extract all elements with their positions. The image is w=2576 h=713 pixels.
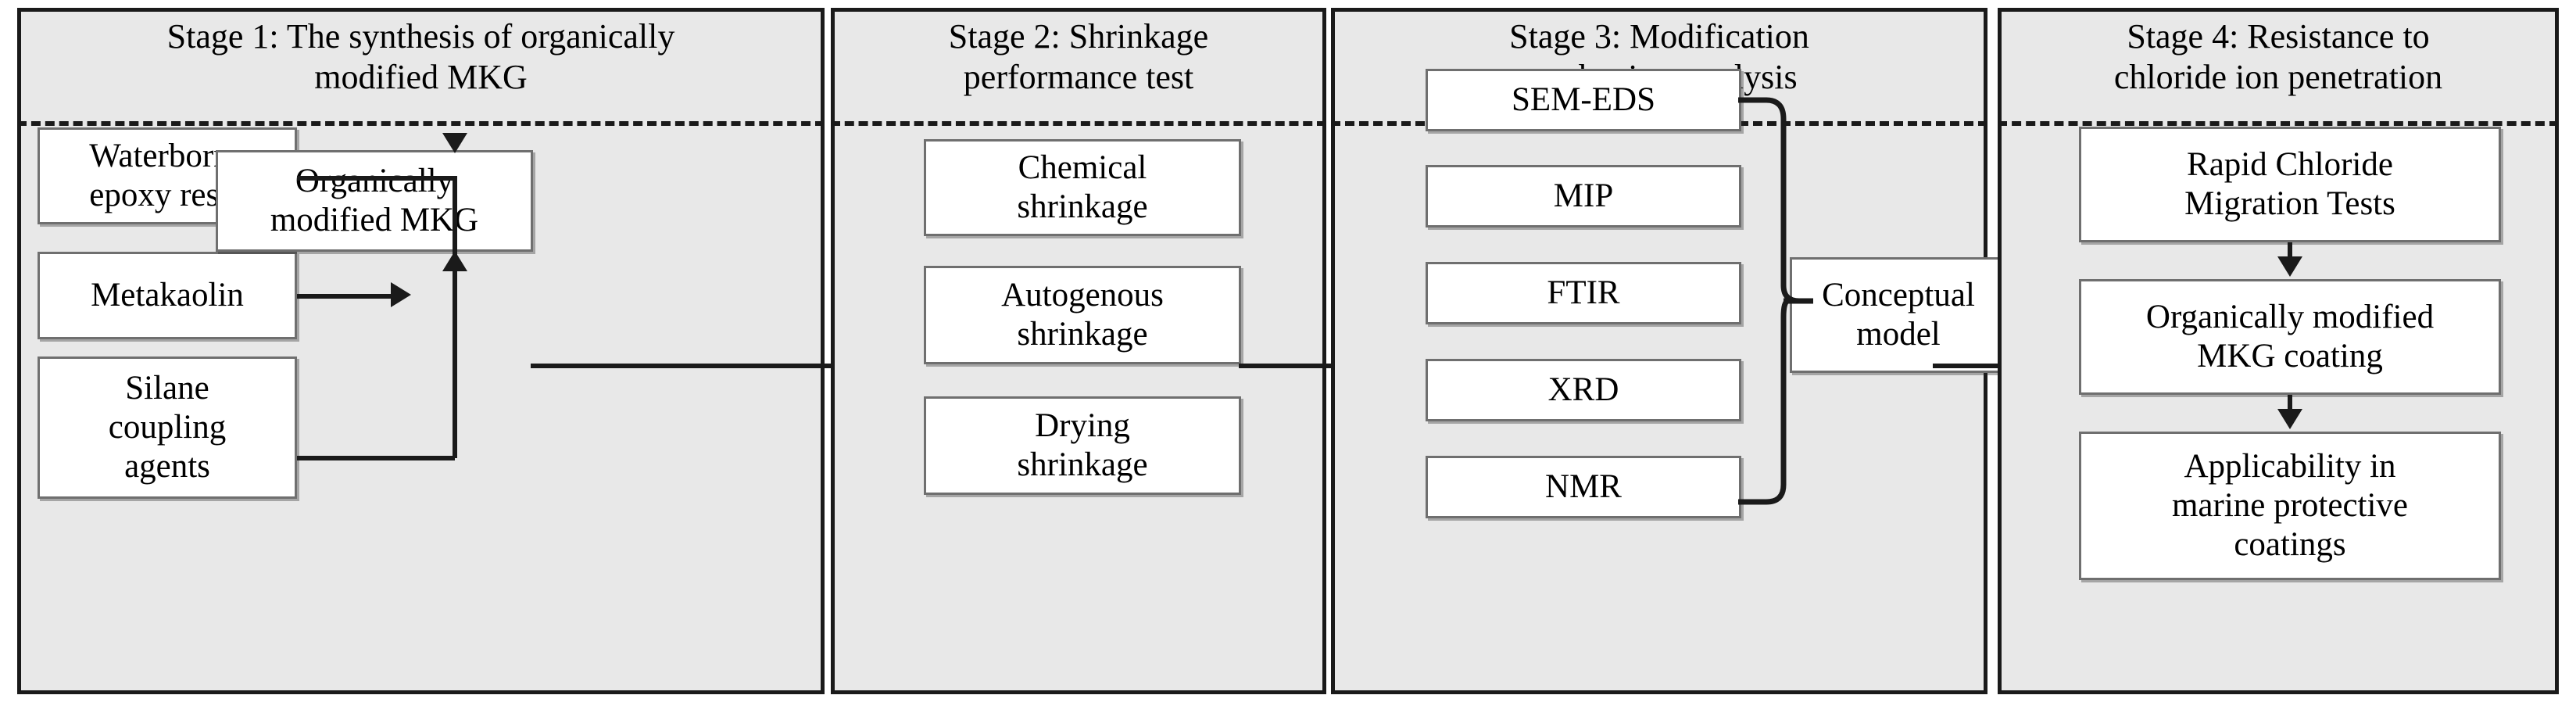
- connector-metakaolin-to-mkg: [297, 294, 394, 299]
- node-mip[interactable]: MIP: [1426, 165, 1741, 228]
- connector-stage2-to-stage3: [1239, 364, 1415, 368]
- node-organically-modified-mkg-coating[interactable]: Organically modified MKG coating: [2079, 279, 2501, 395]
- node-chemical-shrinkage[interactable]: Chemical shrinkage: [924, 139, 1241, 236]
- stage-1-divider: [17, 121, 825, 126]
- arrow-metakaolin-to-mkg: [391, 282, 411, 307]
- node-autogenous-shrinkage[interactable]: Autogenous shrinkage: [924, 266, 1241, 364]
- stage-2-divider: [831, 121, 1326, 126]
- node-silane-coupling-agents[interactable]: Silane coupling agents: [38, 356, 297, 499]
- connector-silane-to-mkg-vertical: [453, 271, 457, 458]
- arrow-rcmt-to-coating: [2277, 256, 2302, 277]
- node-applicability-marine-protective-coatings[interactable]: Applicability in marine protective coati…: [2079, 432, 2501, 580]
- node-metakaolin[interactable]: Metakaolin: [38, 252, 297, 339]
- connector-silane-to-mkg-horizontal: [297, 456, 455, 460]
- stage-4-title: Stage 4: Resistance to chloride ion pene…: [2113, 17, 2443, 96]
- stage-2-title: Stage 2: Shrinkage performance test: [948, 17, 1209, 96]
- arrow-epoxy-to-mkg: [442, 133, 467, 153]
- node-xrd[interactable]: XRD: [1426, 359, 1741, 421]
- connector-stage1-to-stage2: [531, 364, 917, 368]
- stage-1-panel: Stage 1: The synthesis of organically mo…: [17, 8, 825, 694]
- stage-4-divider: [1998, 121, 2559, 126]
- node-sem-eds[interactable]: SEM-EDS: [1426, 69, 1741, 131]
- node-organically-modified-mkg[interactable]: Organically modified MKG: [216, 150, 533, 252]
- connector-epoxy-to-mkg-vertical: [453, 176, 457, 295]
- connector-epoxy-to-mkg-horizontal: [297, 176, 455, 181]
- connector-analysis-bracket: [1738, 97, 1813, 505]
- node-conceptual-model[interactable]: Conceptual model: [1790, 257, 2007, 373]
- stage-2-panel: Stage 2: Shrinkage performance test: [831, 8, 1326, 694]
- node-drying-shrinkage[interactable]: Drying shrinkage: [924, 396, 1241, 495]
- node-ftir[interactable]: FTIR: [1426, 262, 1741, 324]
- node-nmr[interactable]: NMR: [1426, 456, 1741, 518]
- stage-1-title: Stage 1: The synthesis of organically mo…: [166, 17, 675, 96]
- node-rapid-chloride-migration-tests[interactable]: Rapid Chloride Migration Tests: [2079, 127, 2501, 242]
- arrow-silane-to-mkg: [442, 251, 467, 271]
- connector-coating-to-applicability: [2288, 395, 2292, 412]
- arrow-coating-to-applicability: [2277, 409, 2302, 429]
- connector-rcmt-to-coating: [2288, 242, 2292, 260]
